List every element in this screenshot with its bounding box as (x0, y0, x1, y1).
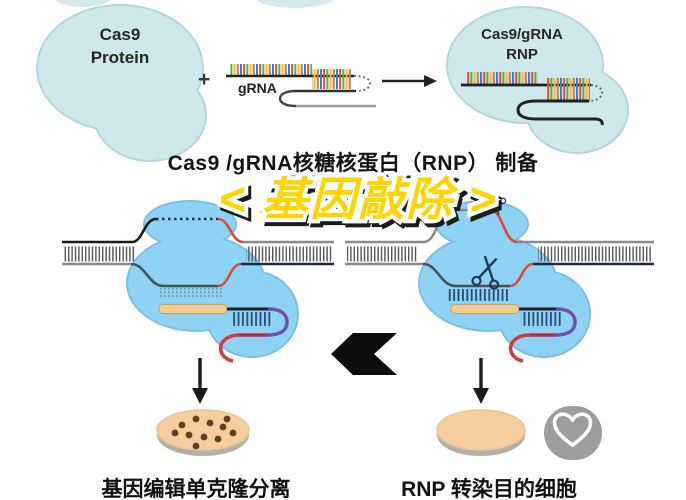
down-arrow-left-icon (192, 358, 208, 404)
rnp-label-line2: RNP (506, 45, 538, 63)
down-arrow-right-icon (473, 358, 489, 404)
grna-in-cell-right (447, 289, 577, 363)
rnp-complex-blob (446, 6, 629, 154)
gene-knockout-headline: < 基因敲除 > < 基因敲除 > (214, 169, 502, 233)
cas9-cell-right (345, 195, 654, 363)
rnp-grna-strand (461, 72, 604, 126)
grna-molecule (226, 64, 376, 108)
grna-in-cell-left (158, 288, 289, 363)
cas9-protein-label: Cas9 Protein (58, 24, 182, 70)
dna-strand-right (345, 208, 654, 288)
headline-shadow: < 基因敲除 > (221, 177, 500, 229)
dna-strand-left (62, 217, 334, 288)
scissors-small-icon (490, 195, 507, 215)
clone-isolation-caption: 基因编辑单克隆分离 (101, 478, 291, 500)
top-edge-blob-bumps (55, 0, 334, 8)
cas9-protein-blob (36, 4, 207, 162)
plus-icon: + (198, 68, 211, 91)
chevron-left-icon (331, 333, 397, 375)
headline-text: < 基因敲除 > (218, 173, 497, 225)
rnp-label-line1: Cas9/gRNA (481, 26, 563, 43)
scissors-icon (471, 255, 500, 290)
petri-dish-colonies (156, 409, 250, 456)
cas9-cell-left (62, 200, 334, 363)
rnp-complex-label: Cas9/gRNA RNP (452, 25, 592, 64)
heart-icon (552, 412, 593, 447)
cas9-protein-label-line2: Protein (90, 47, 150, 67)
grna-label: gRNA (238, 80, 277, 96)
rnp-preparation-caption: Cas9 /gRNA核糖核蛋白（RNP） 制备 (167, 152, 539, 175)
heart-button[interactable] (544, 406, 602, 460)
petri-dish-plain (436, 409, 526, 456)
cas9-protein-label-line1: Cas9 (99, 25, 141, 44)
rnp-transfection-caption: RNP 转染目的细胞 (401, 478, 577, 500)
arrow-right-icon (382, 75, 437, 87)
